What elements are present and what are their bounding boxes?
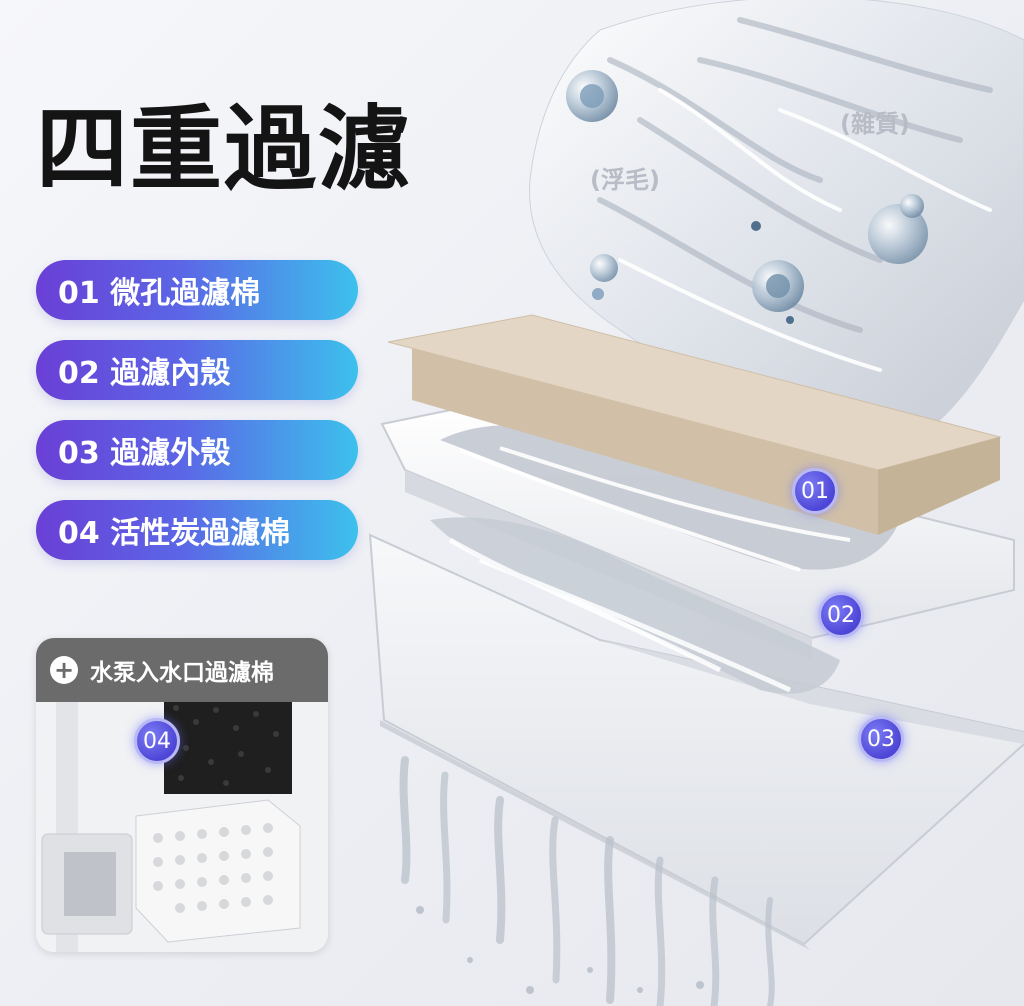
- water-drips: [399, 756, 775, 1006]
- microporous-sponge: [387, 314, 1002, 535]
- badge-03: 03: [858, 716, 904, 762]
- badge-01: 01: [792, 468, 838, 514]
- outer-shell: [368, 533, 1024, 950]
- filter-item-01: 01 微孔過濾棉: [36, 260, 358, 320]
- inset-title: 水泵入水口過濾棉: [90, 660, 274, 686]
- plus-icon: +: [50, 656, 78, 684]
- filter-item-04: 04 活性炭過濾棉: [36, 500, 358, 560]
- filter-item-03: 03 過濾外殼: [36, 420, 358, 480]
- floating-hair-label: (浮毛): [590, 166, 660, 194]
- impurity-particles: [566, 70, 928, 324]
- filter-item-02: 02 過濾內殼: [36, 340, 358, 400]
- water-curtain: [430, 517, 840, 694]
- inset-header: + 水泵入水口過濾棉: [36, 638, 328, 702]
- pump-inlet-illustration: [36, 694, 328, 952]
- pump-inlet-sponge-card: + 水泵入水口過濾棉 04: [36, 638, 328, 952]
- badge-02: 02: [818, 592, 864, 638]
- water-droplets: [416, 906, 704, 994]
- badge-04: 04: [134, 718, 180, 764]
- water-stream: [529, 0, 1024, 441]
- impurities-label: (雜質): [840, 110, 910, 138]
- page-title: 四重過濾: [36, 96, 413, 203]
